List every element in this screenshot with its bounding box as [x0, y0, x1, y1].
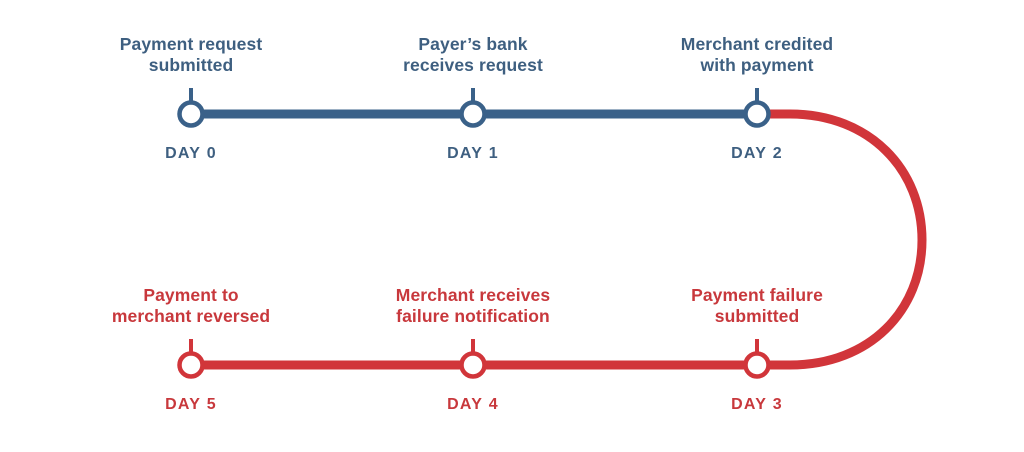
day-label-day-1: DAY 1 [447, 145, 499, 162]
node-label-day-2: Merchant credited with payment [680, 34, 834, 75]
node-day-4[interactable] [459, 351, 487, 379]
node-label-day-0: Payment request submitted [119, 34, 263, 75]
node-day-2[interactable] [743, 100, 771, 128]
node-label-day-4: Merchant receives failure notification [395, 285, 551, 326]
node-label-day-3: Payment failure submitted [691, 285, 823, 326]
day-label-day-3: DAY 3 [731, 396, 783, 413]
node-label-day-5: Payment to merchant reversed [111, 285, 271, 326]
day-label-day-0: DAY 0 [165, 145, 217, 162]
u-turn-connector [757, 109, 927, 370]
node-label-day-1: Payer’s bank receives request [403, 34, 543, 75]
node-day-1[interactable] [459, 100, 487, 128]
node-day-5[interactable] [177, 351, 205, 379]
day-label-day-2: DAY 2 [731, 145, 783, 162]
day-label-day-4: DAY 4 [447, 396, 499, 413]
node-day-3[interactable] [743, 351, 771, 379]
node-day-0[interactable] [177, 100, 205, 128]
day-label-day-5: DAY 5 [165, 396, 217, 413]
